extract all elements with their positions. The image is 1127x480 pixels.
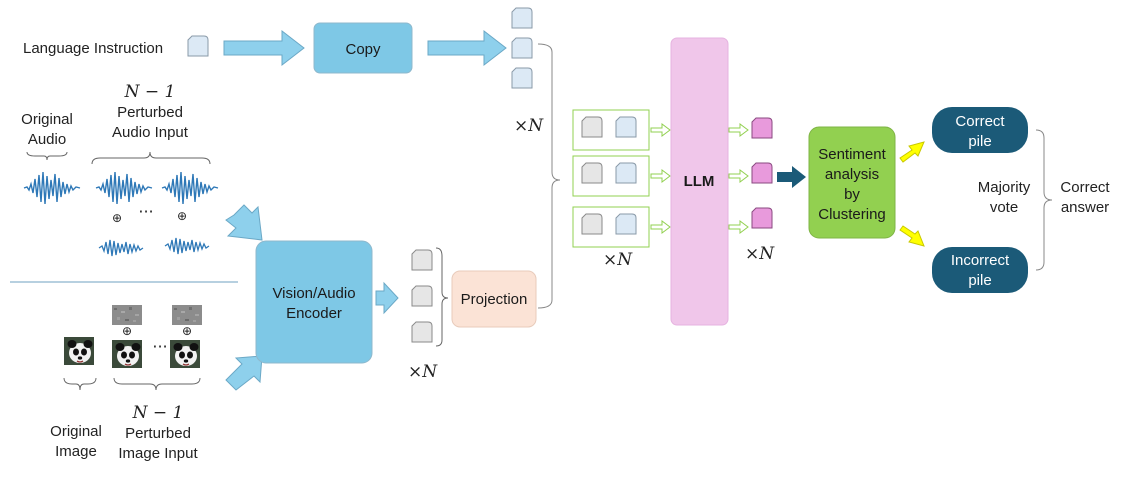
llm-output-token-3 (751, 207, 773, 229)
perturbed-audio-brace (91, 151, 211, 165)
encoded-token-3 (411, 321, 433, 343)
perturbed-audio-wave-2 (159, 165, 221, 211)
correct-pile-label-2: pile (968, 133, 991, 150)
perturbed-audio-label-1: Perturbed (117, 104, 183, 121)
llm-block (670, 37, 729, 326)
correct-pile-block (932, 107, 1028, 153)
encoder-label-1: Vision/Audio (272, 285, 355, 302)
original-audio-label-2: Audio (28, 131, 66, 148)
llm-output-token-1 (751, 117, 773, 139)
pair-2-instruction-token (615, 162, 637, 184)
incorrect-pile-block (932, 247, 1028, 293)
copied-token-1 (511, 7, 533, 29)
perturbed-image-count: N − 1 (132, 403, 184, 423)
pair-box-3 (572, 206, 650, 248)
encoded-tokens-brace (435, 247, 449, 347)
copy-label: Copy (345, 41, 381, 58)
perturbed-audio-label-2: Audio Input (112, 124, 189, 141)
copy-block (313, 22, 413, 74)
llm-label: LLM (684, 173, 715, 190)
encoded-token-2 (411, 285, 433, 307)
original-image-brace (63, 377, 97, 391)
perturbed-panda-image-1 (111, 339, 143, 369)
pair-3-visual-token (581, 213, 603, 235)
pair-3-instruction-token (615, 213, 637, 235)
to-correct-pile-arrow (899, 141, 925, 163)
image-ellipsis: ··· (152, 337, 167, 356)
correct-answer-label-1: Correct (1060, 179, 1110, 196)
pair-1-visual-token (581, 116, 603, 138)
encoder-label-2: Encoder (286, 305, 342, 322)
arrow-to-copy (223, 29, 305, 67)
projection-label: Projection (461, 291, 528, 308)
image-oplus-1: ⊕ (122, 324, 132, 338)
outputs-times-n: ×N (745, 244, 775, 264)
audio-oplus-2: ⊕ (177, 209, 187, 223)
incorrect-pile-label-1: Incorrect (951, 252, 1010, 269)
majority-vote-brace (1035, 129, 1053, 271)
to-sentiment-arrow (777, 166, 806, 188)
merge-brace (537, 43, 561, 309)
to-incorrect-pile-arrow (899, 225, 925, 247)
perturbed-panda-image-2 (169, 339, 201, 369)
encoder-to-tokens-arrow (375, 281, 399, 315)
audio-to-encoder-arrow (225, 204, 263, 241)
instruction-token (187, 35, 209, 57)
arrow-from-copy (427, 29, 507, 67)
sentiment-label-2: analysis (825, 166, 879, 183)
original-image-label-1: Original (50, 423, 102, 440)
sentiment-label-4: Clustering (818, 206, 886, 223)
audio-noise-wave-2 (162, 233, 212, 259)
original-audio-wave (21, 165, 83, 211)
sentiment-label-3: by (844, 186, 860, 203)
audio-oplus-1: ⊕ (112, 211, 122, 225)
image-noise-1 (112, 305, 142, 325)
perturbed-audio-count: N − 1 (124, 82, 176, 102)
image-to-encoder-arrow (225, 355, 263, 391)
llm-out-arrow-2 (728, 169, 749, 183)
encoded-token-1 (411, 249, 433, 271)
encoder-times-n: ×N (408, 362, 438, 382)
pair-box-1 (572, 109, 650, 151)
pairs-times-n: ×N (603, 250, 633, 270)
copied-token-3 (511, 67, 533, 89)
pair-2-visual-token (581, 162, 603, 184)
perturbed-image-label-2: Image Input (118, 445, 198, 462)
pair-box-2 (572, 155, 650, 197)
image-oplus-2: ⊕ (182, 324, 192, 338)
majority-vote-label-2: vote (990, 199, 1018, 216)
pair-1-instruction-token (615, 116, 637, 138)
pair-1-arrow (650, 123, 671, 137)
sentiment-block (808, 126, 896, 239)
pair-3-arrow (650, 220, 671, 234)
llm-output-token-2 (751, 162, 773, 184)
original-panda-image (63, 336, 95, 366)
majority-vote-label-1: Majority (978, 179, 1031, 196)
perturbed-image-label-1: Perturbed (125, 425, 191, 442)
original-audio-label-1: Original (21, 111, 73, 128)
audio-ellipsis: ··· (138, 202, 153, 221)
image-noise-2 (172, 305, 202, 325)
pair-2-arrow (650, 169, 671, 183)
original-audio-brace (26, 151, 68, 161)
correct-pile-label-1: Correct (955, 113, 1005, 130)
correct-answer-label-2: answer (1061, 199, 1109, 216)
encoder-block (255, 240, 373, 364)
projection-block (451, 270, 537, 328)
instruction-times-n: ×N (514, 116, 544, 136)
original-image-label-2: Image (55, 443, 97, 460)
llm-out-arrow-3 (728, 220, 749, 234)
incorrect-pile-label-2: pile (968, 272, 991, 289)
llm-out-arrow-1 (728, 123, 749, 137)
copied-token-2 (511, 37, 533, 59)
audio-noise-wave-1 (96, 235, 146, 261)
perturbed-image-brace (113, 377, 201, 391)
language-instruction-label: Language Instruction (23, 40, 163, 57)
sentiment-label-1: Sentiment (818, 146, 886, 163)
